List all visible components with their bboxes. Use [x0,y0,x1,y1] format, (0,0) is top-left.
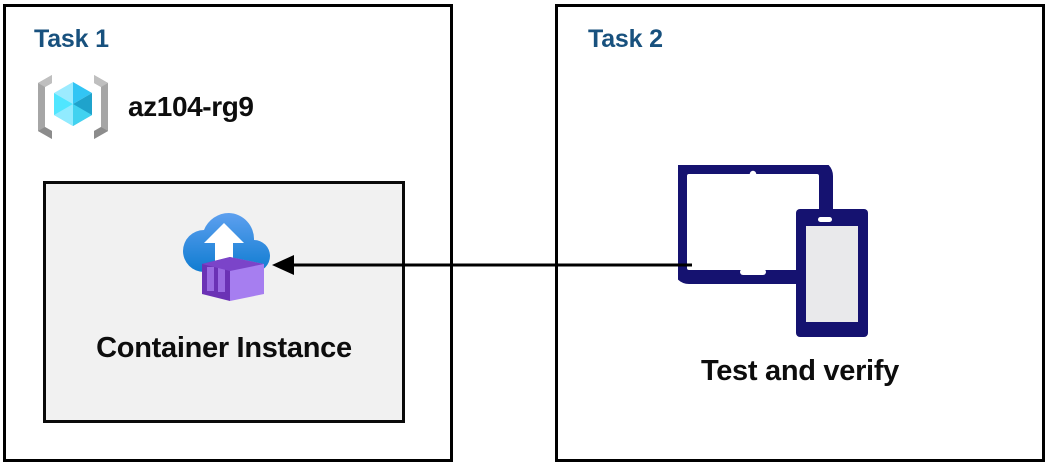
task-2-title: Task 2 [588,25,663,53]
azure-container-instance-icon [170,202,278,302]
task-2-panel: Task 2 Test and verify [555,4,1045,462]
devices-tablet-phone-icon [678,165,878,343]
task-1-title: Task 1 [34,25,109,53]
task-1-panel: Task 1 az104-rg [3,4,453,462]
container-instance-box: Container Instance [43,181,405,423]
test-and-verify-label: Test and verify [700,355,900,387]
resource-group-row: az104-rg9 [32,69,254,145]
resource-group-label: az104-rg9 [128,91,254,122]
container-instance-label: Container Instance [96,332,352,364]
azure-resource-group-icon [32,69,114,145]
flow-arrow [272,248,692,282]
container-instance-icon-wrap [46,202,402,302]
